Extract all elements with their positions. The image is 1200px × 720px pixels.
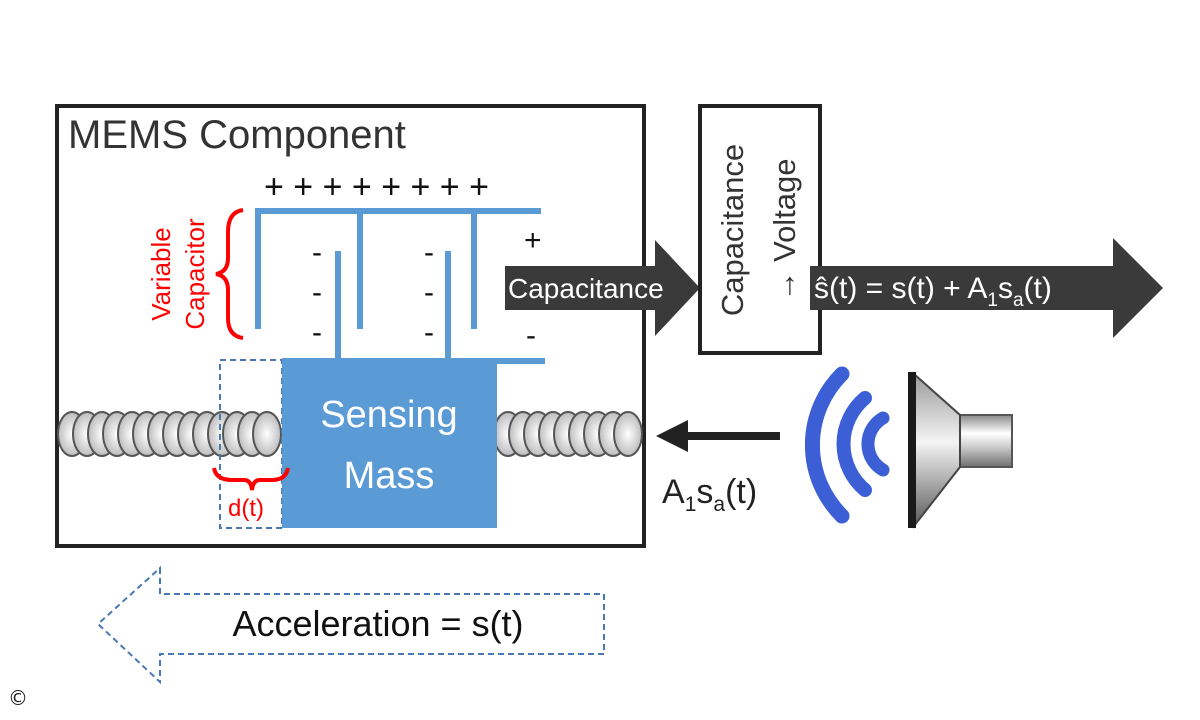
capacitance-arrow-label: Capacitance xyxy=(508,273,664,304)
svg-text:-: - xyxy=(424,236,434,269)
svg-text:Variable: Variable xyxy=(146,227,176,320)
acoustic-arrow xyxy=(656,420,780,452)
output-arrow xyxy=(810,238,1163,338)
capacitance-arrow xyxy=(505,240,700,336)
capacitance-to-voltage-box xyxy=(698,104,822,355)
converter-label-1: Capacitance xyxy=(715,144,750,316)
sensing-mass xyxy=(282,358,497,528)
converter-label-2: → Voltage xyxy=(767,158,802,301)
minus-charges: - - - - - - xyxy=(312,236,434,349)
sensing-mass-label-2: Mass xyxy=(344,455,435,497)
acceleration-arrow xyxy=(96,565,605,685)
variable-capacitor-brace xyxy=(215,208,244,340)
plus-right-label: + xyxy=(524,224,542,257)
output-signal-label: ŝ(t) = s(t) + A1sa(t) xyxy=(814,272,1052,311)
sound-waves-icon xyxy=(805,366,890,524)
capacitor-top-plate xyxy=(255,208,541,329)
mems-component-title: MEMS Component xyxy=(68,113,406,157)
gap-label: d(t) xyxy=(228,495,264,522)
copyright-mark: © xyxy=(8,686,28,710)
svg-text:-: - xyxy=(424,276,434,309)
svg-text:-: - xyxy=(312,276,322,309)
capacitor-bottom-plate xyxy=(335,251,545,364)
plus-charges-row: + + + + + + + + xyxy=(264,168,489,206)
acoustic-signal-label: A1sa(t) xyxy=(662,473,757,516)
sensing-mass-label-1: Sensing xyxy=(320,394,457,436)
mems-component-box xyxy=(55,104,646,548)
variable-capacitor-label: Variable Capacitor xyxy=(146,218,210,330)
gap-brace xyxy=(212,467,290,491)
svg-text:-: - xyxy=(312,236,322,269)
spring-right xyxy=(493,411,643,457)
minus-right-label: - xyxy=(526,319,536,352)
speaker-icon xyxy=(908,371,1013,529)
acceleration-label: Acceleration = s(t) xyxy=(232,603,523,644)
svg-text:-: - xyxy=(424,316,434,349)
svg-text:-: - xyxy=(312,316,322,349)
svg-text:Capacitor: Capacitor xyxy=(180,218,210,330)
spring-left xyxy=(57,411,282,457)
